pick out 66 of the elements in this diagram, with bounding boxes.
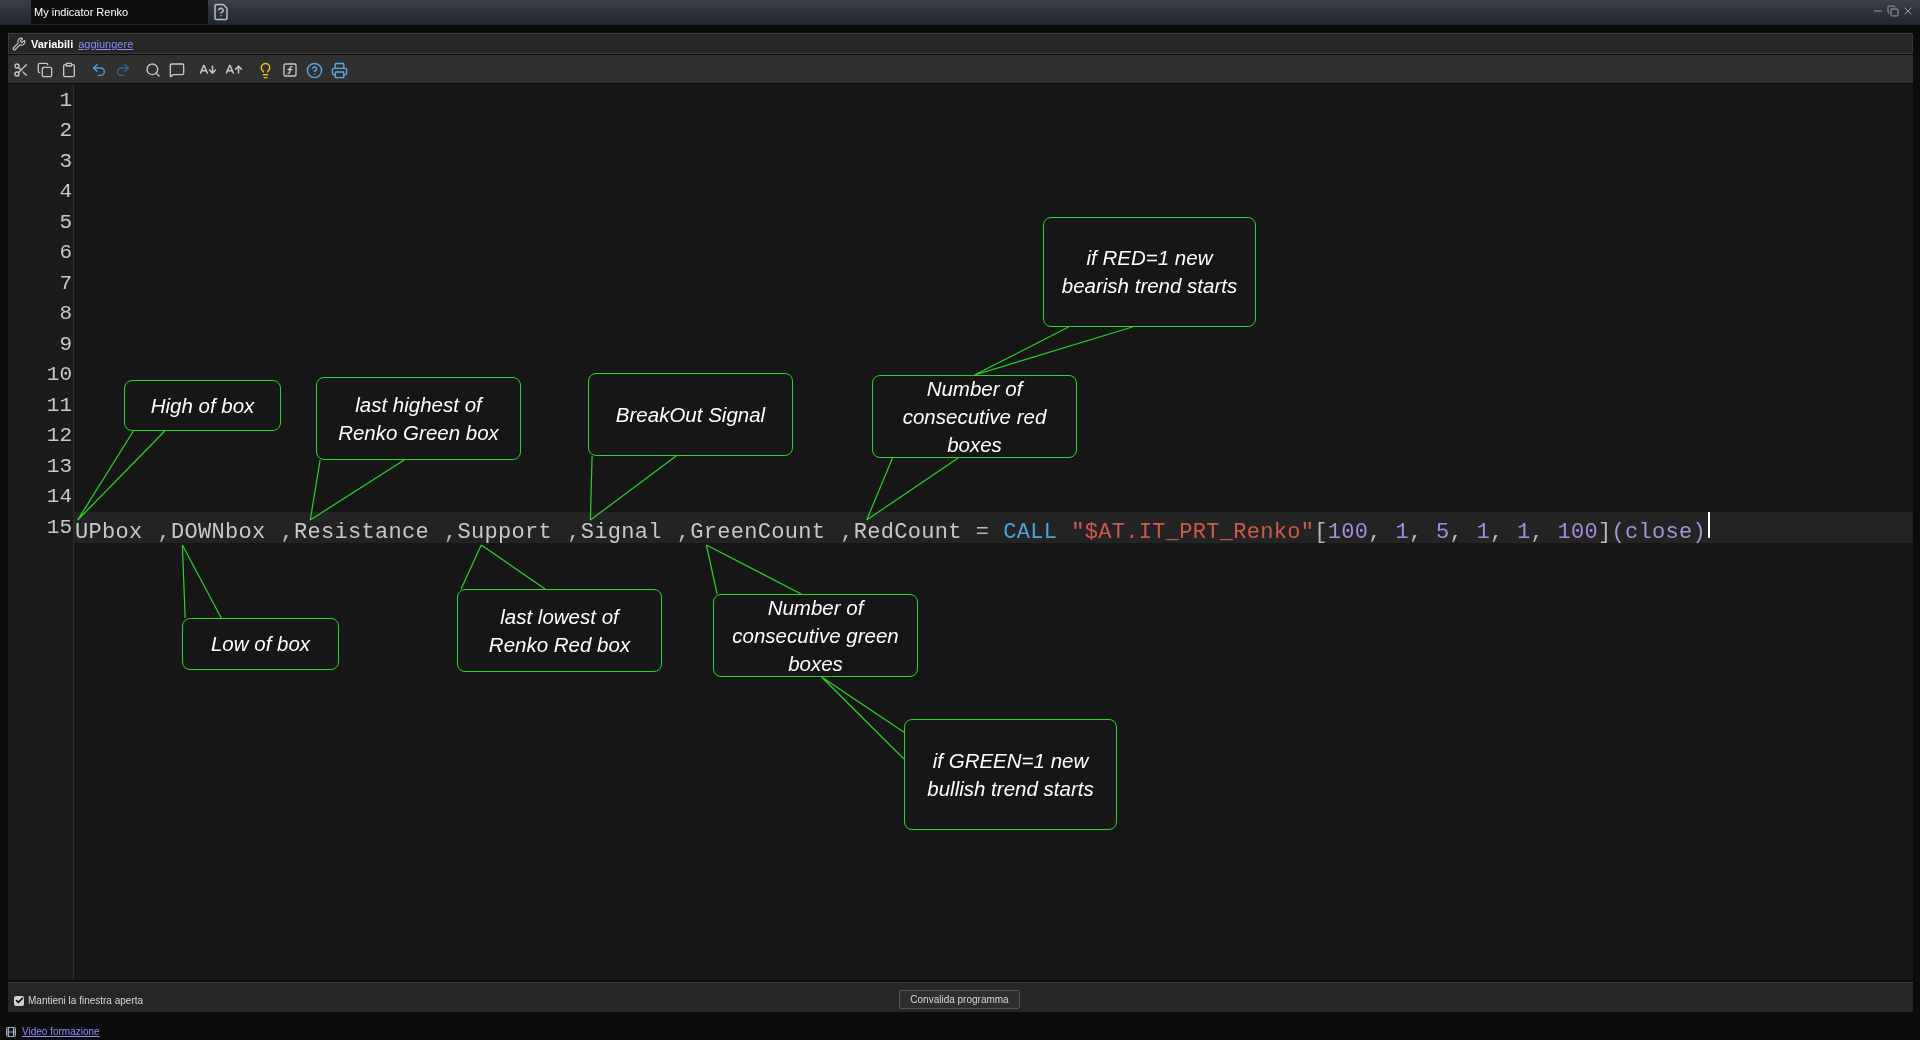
- line-number: 12: [46, 423, 72, 449]
- line-number: 13: [46, 453, 72, 480]
- code-identifier: DOWNbox: [171, 520, 266, 545]
- line-number: 15: [46, 514, 72, 541]
- callout-text: Low of box: [210, 631, 311, 657]
- code-token: ,: [676, 520, 691, 545]
- callout-tail: [589, 455, 677, 521]
- callout-text: if RED=1 new bearish trend starts: [1060, 245, 1239, 299]
- code-identifier: Support: [457, 520, 553, 545]
- callout-tail: [705, 544, 802, 595]
- code-identifier: UPbox: [75, 520, 143, 545]
- line-number: 6: [59, 240, 72, 266]
- line-number: 1: [59, 87, 72, 114]
- callout-bubble: [124, 380, 281, 431]
- callout-bubble: [316, 377, 521, 460]
- line-number: 4: [59, 179, 72, 205]
- line-number: 7: [59, 270, 72, 297]
- callout-tail: [309, 459, 405, 521]
- line-number: 3: [59, 148, 72, 175]
- line-number: 14: [46, 484, 72, 510]
- callout-tail: [181, 544, 222, 619]
- section-title: Variabili: [31, 37, 74, 52]
- callout-tail: [821, 676, 905, 760]
- callout-text: if GREEN=1 new bullish trend starts: [926, 747, 1095, 802]
- code-token: ,: [280, 520, 295, 545]
- line-number: 5: [59, 209, 72, 236]
- callout-bubble: [588, 373, 793, 456]
- line-number: 8: [59, 301, 72, 327]
- code-identifier: GreenCount: [690, 520, 826, 545]
- line-number: 2: [59, 118, 72, 144]
- code-identifier: Resistance: [294, 520, 430, 545]
- code-token: [100, 1, 5, 1, 1, 100]: [1314, 520, 1612, 545]
- code-token: ,: [567, 520, 581, 545]
- code-token: ,: [444, 520, 458, 545]
- line-number: 11: [46, 392, 72, 419]
- document-tab: My indicator Renko: [31, 0, 208, 24]
- callout-text: last highest of Renko Green box: [337, 391, 500, 446]
- callout-bubble: [1043, 217, 1256, 327]
- callout-bubble: [904, 719, 1117, 830]
- code-token: (close): [1611, 520, 1707, 545]
- callout-tail: [866, 457, 959, 521]
- code-token: ,: [840, 520, 854, 545]
- callout-text: BreakOut Signal: [615, 401, 766, 428]
- callout-text: Number of consecutive red boxes: [901, 375, 1048, 458]
- code-identifier: Signal: [580, 520, 662, 545]
- code-string: "$AT.IT_PRT_Renko": [1071, 520, 1315, 545]
- line-number: 10: [46, 362, 72, 388]
- code-identifier: RedCount: [853, 520, 962, 545]
- add-link: aggiungere: [78, 37, 134, 52]
- callout-bubble: [182, 618, 339, 670]
- validate-button: Convalida programma: [899, 990, 1020, 1009]
- callout-bubble: [457, 589, 662, 672]
- code-keyword: CALL: [1003, 520, 1058, 545]
- callout-text: Number of consecutive green boxes: [731, 594, 900, 677]
- code-token: =: [975, 520, 990, 545]
- video-link: Video formazione: [22, 1025, 100, 1039]
- callout-text: last lowest of Renko Red box: [487, 603, 632, 658]
- callout-text: High of box: [150, 392, 255, 419]
- callout-bubble: [872, 375, 1077, 458]
- callout-tail: [973, 326, 1134, 376]
- callout-tail: [77, 430, 166, 521]
- callout-bubble: [713, 594, 918, 677]
- callout-tail: [460, 544, 546, 590]
- code-token: ,: [157, 520, 172, 545]
- line-number: 9: [59, 331, 72, 358]
- checkbox-label: Mantieni la finestra aperta: [28, 994, 144, 1008]
